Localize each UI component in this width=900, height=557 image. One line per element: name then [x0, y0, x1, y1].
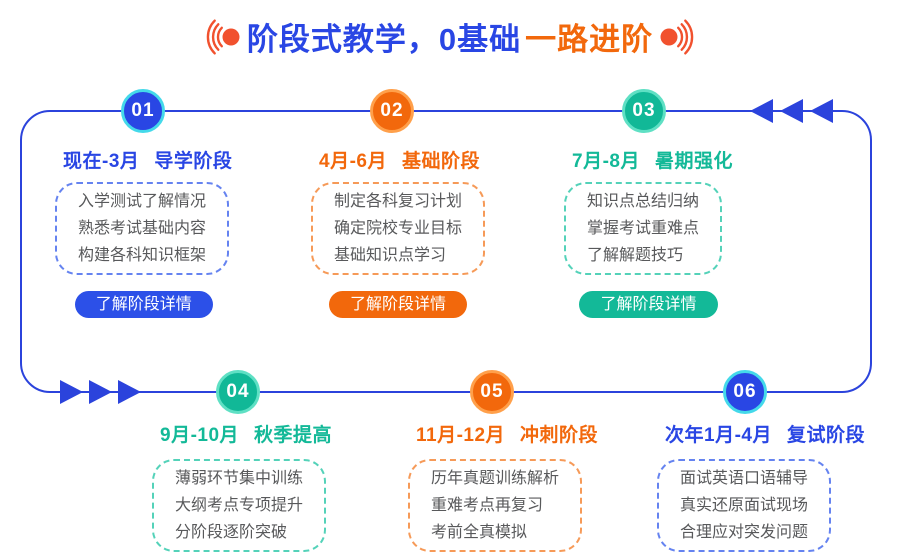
stage-title: 现在-3月 导学阶段 [63, 146, 232, 173]
flow-arrow-left-icon [810, 99, 833, 123]
stage-points-box: 历年真题训练解析 重难考点再复习 考前全真模拟 [408, 459, 583, 552]
stage-column-06: 次年1月-4月 复试阶段 面试英语口语辅导 真实还原面试现场 合理应对突发问题 [657, 420, 865, 552]
stage-title: 9月-10月 秋季提高 [160, 420, 332, 447]
node-number: 06 [733, 381, 757, 402]
stage-point: 真实还原面试现场 [680, 497, 809, 514]
stage-date: 次年1月-4月 [665, 425, 772, 446]
stage-points-box: 入学测试了解情况 熟悉考试基础内容 构建各科知识框架 [55, 182, 230, 275]
stage-column-04: 9月-10月 秋季提高 薄弱环节集中训练 大纲考点专项提升 分阶段逐阶突破 [152, 420, 332, 552]
stage-point: 制定各科复习计划 [334, 193, 463, 210]
node-number: 02 [380, 100, 404, 121]
stage-name: 复试阶段 [786, 425, 865, 446]
stage-name: 暑期强化 [654, 151, 733, 172]
stage-point: 分阶段逐阶突破 [175, 524, 288, 541]
flow-arrow-right-icon [118, 380, 141, 404]
stage-points-box: 面试英语口语辅导 真实还原面试现场 合理应对突发问题 [657, 459, 832, 552]
stage-name: 冲刺阶段 [520, 425, 599, 446]
title-main-text: 阶段式教学，0基础 [246, 22, 522, 57]
stage-date: 7月-8月 [572, 151, 640, 172]
stage-point: 重难考点再复习 [431, 497, 544, 514]
stage-date: 9月-10月 [160, 425, 240, 446]
stage-title: 7月-8月 暑期强化 [572, 146, 733, 173]
stage-point: 掌握考试重难点 [587, 220, 700, 237]
flow-arrow-left-icon [780, 99, 803, 123]
timeline-node-05: 05 [470, 370, 514, 414]
stage-column-03: 7月-8月 暑期强化 知识点总结归纳 掌握考试重难点 了解解题技巧 了解阶段详情 [564, 146, 733, 318]
timeline-node-01: 01 [121, 89, 165, 133]
stage-detail-button[interactable]: 了解阶段详情 [579, 291, 718, 318]
stage-point: 考前全真模拟 [431, 524, 528, 541]
stage-points-box: 知识点总结归纳 掌握考试重难点 了解解题技巧 [564, 182, 723, 275]
stage-date: 4月-6月 [319, 151, 387, 172]
flow-arrow-left-icon [750, 99, 773, 123]
stage-detail-button[interactable]: 了解阶段详情 [74, 291, 213, 318]
timeline-node-04: 04 [216, 370, 260, 414]
node-number: 03 [632, 100, 656, 121]
node-number: 04 [226, 381, 250, 402]
stage-points-box: 薄弱环节集中训练 大纲考点专项提升 分阶段逐阶突破 [152, 459, 327, 552]
stage-title: 11月-12月 冲刺阶段 [416, 420, 598, 447]
stage-point: 大纲考点专项提升 [175, 497, 304, 514]
stage-date: 现在-3月 [63, 151, 140, 172]
stage-title: 次年1月-4月 复试阶段 [665, 420, 865, 447]
stage-column-01: 现在-3月 导学阶段 入学测试了解情况 熟悉考试基础内容 构建各科知识框架 了解… [55, 146, 232, 318]
stage-detail-button[interactable]: 了解阶段详情 [329, 291, 468, 318]
stage-point: 历年真题训练解析 [431, 470, 560, 487]
node-number: 01 [131, 100, 155, 121]
stage-point: 知识点总结归纳 [587, 193, 700, 210]
stage-point: 熟悉考试基础内容 [78, 220, 207, 237]
stage-title: 4月-6月 基础阶段 [319, 146, 485, 173]
stage-date: 11月-12月 [416, 425, 506, 446]
flow-arrow-right-icon [89, 380, 112, 404]
page-title: 阶段式教学，0基础 一路进阶 [0, 14, 900, 59]
timeline-node-02: 02 [370, 89, 414, 133]
stage-column-05: 11月-12月 冲刺阶段 历年真题训练解析 重难考点再复习 考前全真模拟 [408, 420, 598, 552]
timeline-node-06: 06 [723, 370, 767, 414]
title-accent-text: 一路进阶 [525, 22, 654, 57]
stage-column-02: 4月-6月 基础阶段 制定各科复习计划 确定院校专业目标 基础知识点学习 了解阶… [311, 146, 486, 318]
stage-point: 合理应对突发问题 [680, 524, 809, 541]
stage-point: 了解解题技巧 [587, 247, 684, 264]
stage-point: 入学测试了解情况 [78, 193, 207, 210]
stage-name: 导学阶段 [154, 151, 233, 172]
stage-point: 基础知识点学习 [334, 247, 447, 264]
stage-point: 薄弱环节集中训练 [175, 470, 304, 487]
stage-point: 构建各科知识框架 [78, 247, 207, 264]
timeline-node-03: 03 [622, 89, 666, 133]
dot-sound-waves-icon [657, 15, 701, 59]
stage-point: 面试英语口语辅导 [680, 470, 809, 487]
stage-points-box: 制定各科复习计划 确定院校专业目标 基础知识点学习 [311, 182, 486, 275]
timeline-loop-line [20, 110, 872, 393]
node-number: 05 [480, 381, 504, 402]
stage-name: 基础阶段 [401, 151, 480, 172]
flow-arrow-right-icon [60, 380, 83, 404]
sound-waves-dot-icon [199, 15, 243, 59]
stage-name: 秋季提高 [254, 425, 333, 446]
stage-point: 确定院校专业目标 [334, 220, 463, 237]
